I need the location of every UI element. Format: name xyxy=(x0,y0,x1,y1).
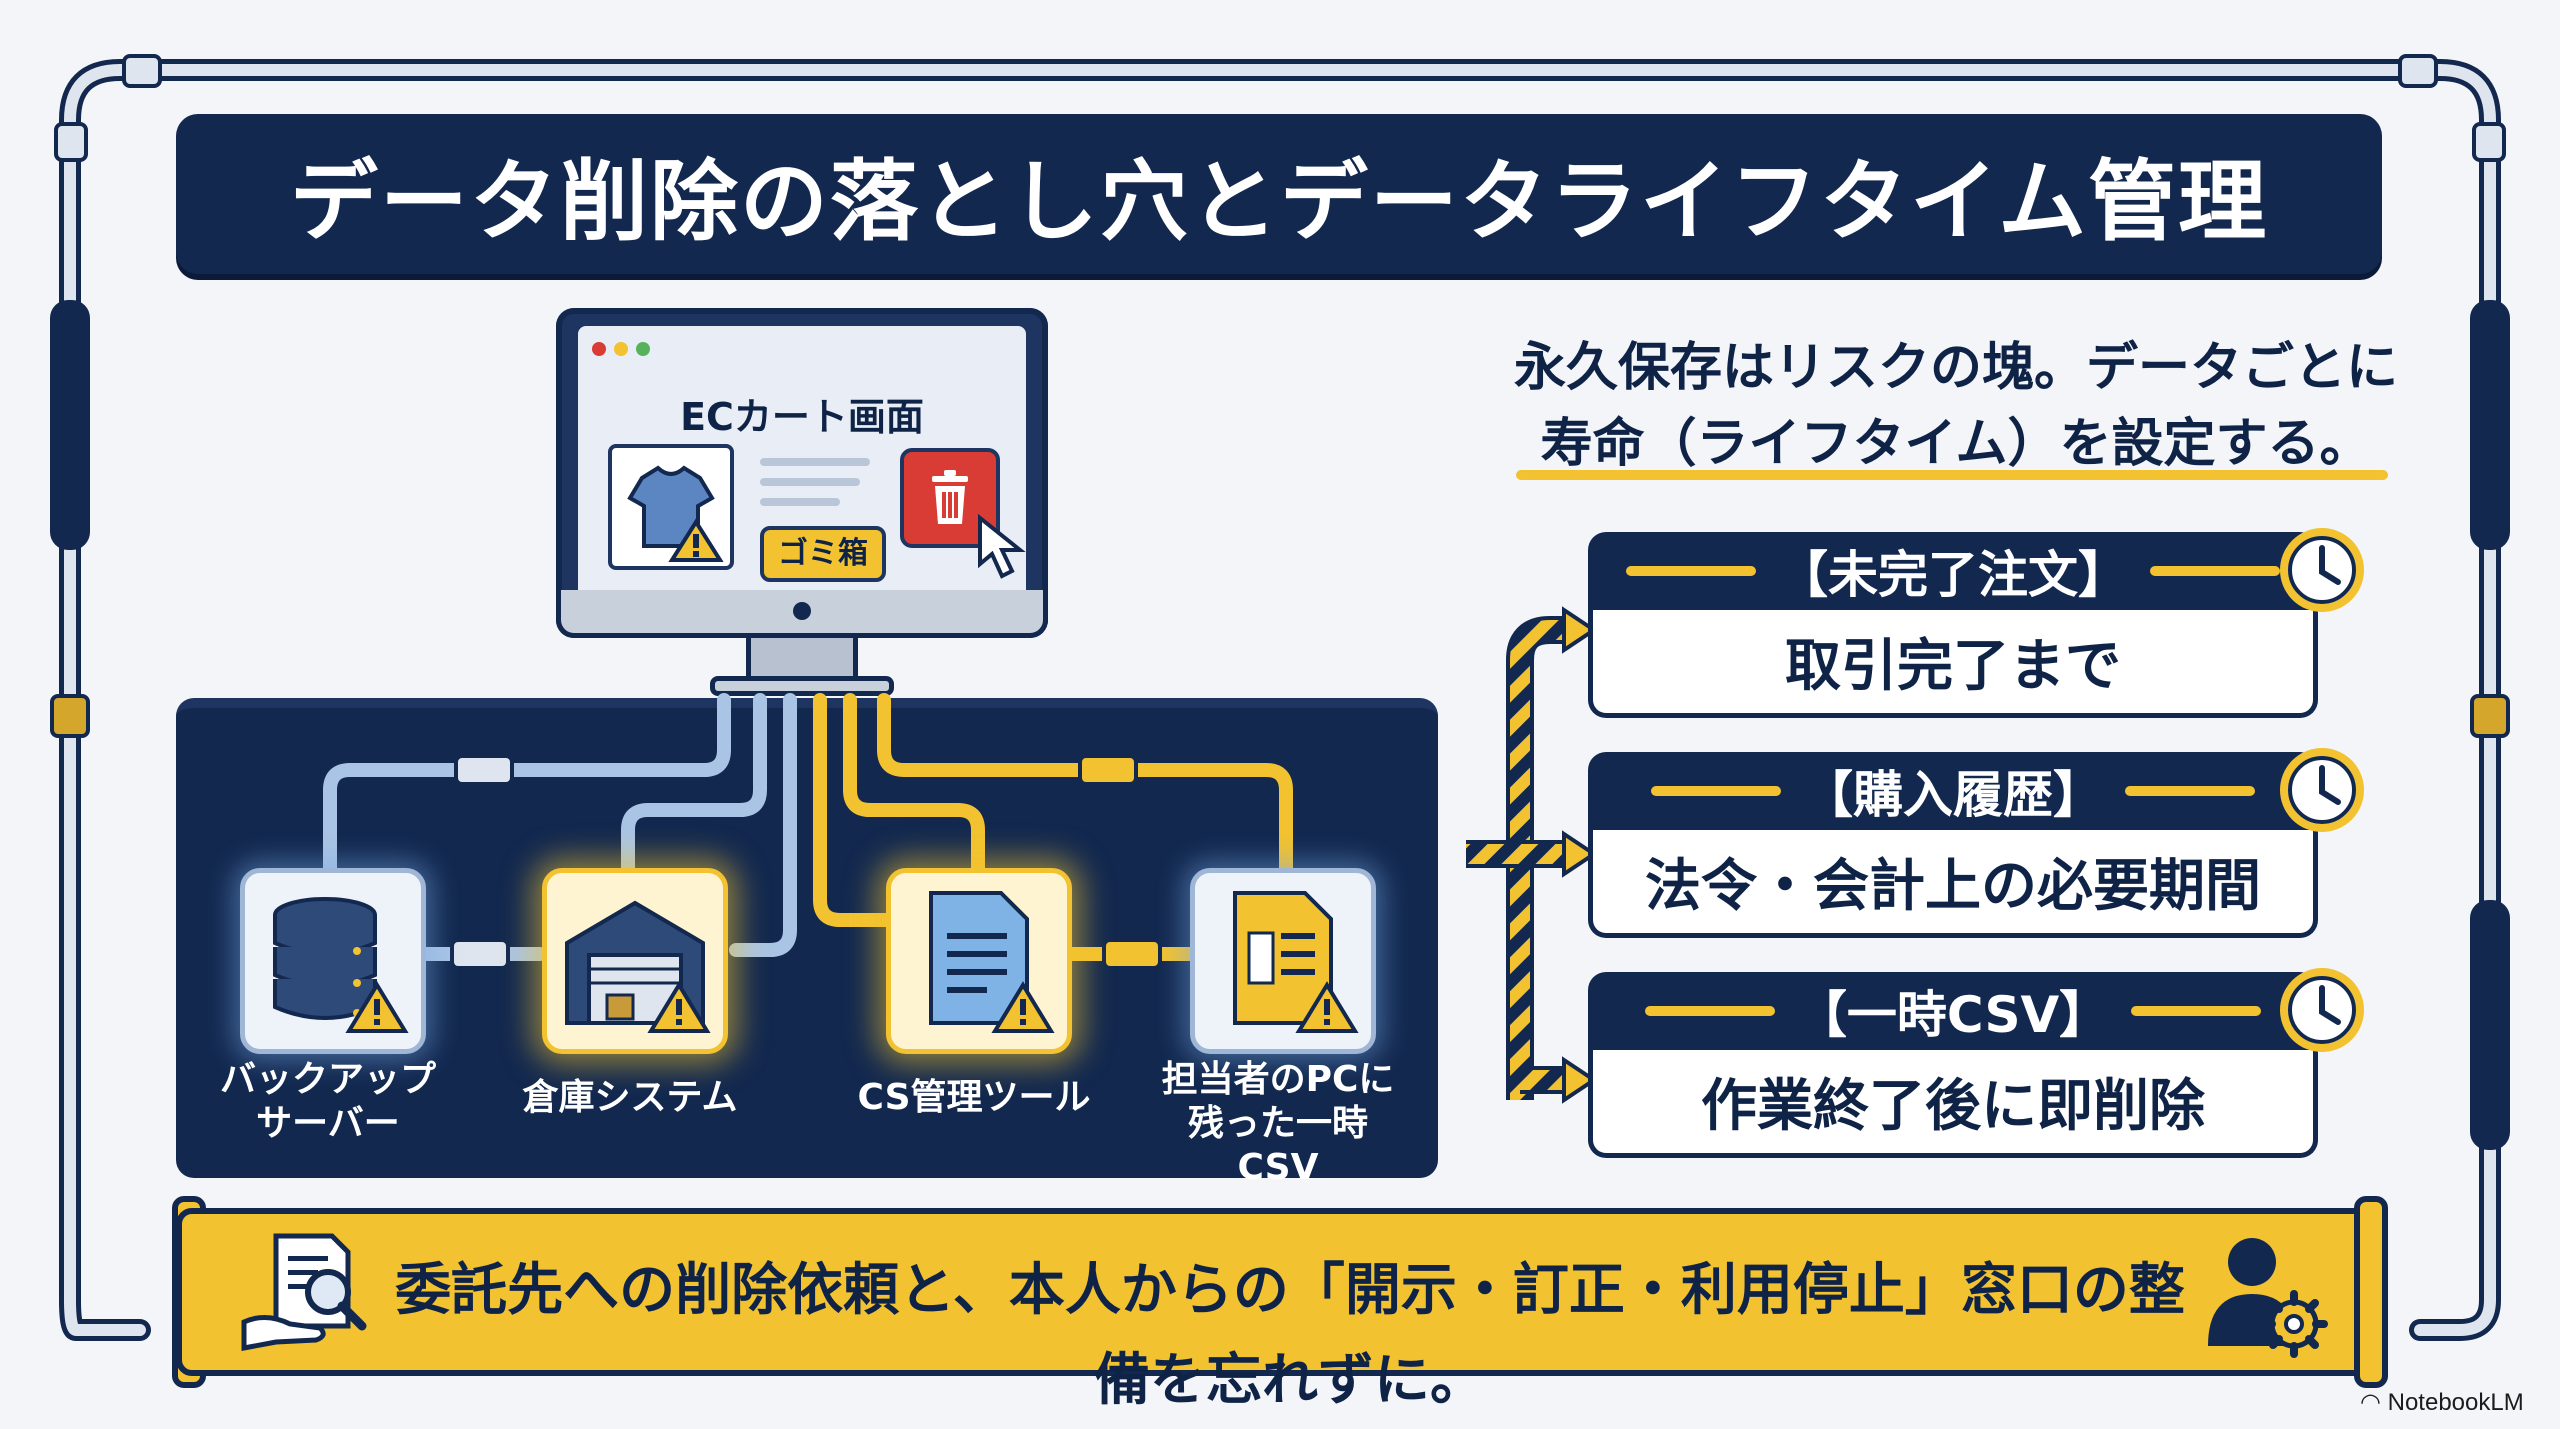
window-dot-red xyxy=(592,342,606,356)
monitor-chin xyxy=(556,590,1048,638)
monitor: ECカート画面 ゴミ箱 xyxy=(556,308,1048,638)
lifetime-card-rule: 作業終了後に即削除 xyxy=(1588,1050,2318,1158)
notebooklm-icon: ◠ xyxy=(2360,1389,2381,1416)
lifetime-card-rule: 取引完了まで xyxy=(1588,610,2318,718)
tshirt-icon xyxy=(627,465,724,562)
clock-icon xyxy=(2280,968,2364,1052)
system-label-backup-server: バックアップサーバー xyxy=(219,1059,436,1144)
warning-icon xyxy=(647,981,711,1033)
lifetime-card-incomplete-orders: 【未完了注文】 取引完了まで xyxy=(1588,528,2364,718)
system-label-temp-csv: 担当者のPCに残った一時CSV xyxy=(1161,1059,1395,1188)
lifetime-card-header: 【一時CSV】 xyxy=(1588,972,2318,1050)
product-card xyxy=(608,444,734,570)
text-lines-icon xyxy=(760,458,870,506)
system-label-warehouse: 倉庫システム xyxy=(522,1077,738,1118)
lifetime-card-header: 【購入履歴】 xyxy=(1588,752,2318,830)
reminder-text: 委託先への削除依頼と、本人からの「開示・訂正・利用停止」窓口の整備を忘れずに。 xyxy=(395,1258,2185,1413)
lifetime-card-temp-csv: 【一時CSV】 作業終了後に即削除 xyxy=(1588,968,2364,1158)
power-light-icon xyxy=(793,602,811,620)
user-settings-icon xyxy=(2208,1238,2328,1358)
warning-icon xyxy=(668,518,724,562)
monitor-base xyxy=(710,676,894,696)
document-icon xyxy=(929,891,1055,1033)
warning-icon xyxy=(1295,981,1359,1033)
page-title: データ削除の落とし穴とデータライフタイム管理 xyxy=(289,149,2269,253)
striped-arrows xyxy=(1466,606,1598,1104)
banner-right-cap xyxy=(2354,1196,2388,1388)
cursor-icon xyxy=(978,514,1026,579)
trash-label: ゴミ箱 xyxy=(760,526,886,582)
csv-file-icon xyxy=(1233,891,1359,1033)
system-node-warehouse xyxy=(542,868,728,1054)
system-node-cs-tool xyxy=(886,868,1072,1054)
system-label-cs-tool: CS管理ツール xyxy=(857,1077,1091,1118)
lead-underline xyxy=(1516,470,2388,480)
trash-icon xyxy=(932,470,968,524)
lead-statement: 永久保存はリスクの塊。データごとに 寿命（ライフタイム）を設定する。 xyxy=(1513,338,2398,474)
reminder-banner xyxy=(176,1208,2382,1376)
system-node-backup-server xyxy=(240,868,426,1054)
lifetime-card-header: 【未完了注文】 xyxy=(1588,532,2318,610)
lifetime-card-purchase-history: 【購入履歴】 法令・会計上の必要期間 xyxy=(1588,748,2364,938)
window-dot-yellow xyxy=(614,342,628,356)
title-banner: データ削除の落とし穴とデータライフタイム管理 xyxy=(176,114,2382,274)
lifetime-card-rule: 法令・会計上の必要期間 xyxy=(1588,830,2318,938)
ec-cart-screen: ECカート画面 ゴミ箱 xyxy=(578,326,1026,598)
gear-icon xyxy=(2260,1290,2328,1358)
warning-icon xyxy=(991,981,1055,1033)
system-node-temp-csv xyxy=(1190,868,1376,1054)
window-dot-green xyxy=(636,342,650,356)
clock-icon xyxy=(2280,748,2364,832)
warehouse-icon xyxy=(565,900,711,1033)
database-icon xyxy=(273,897,409,1033)
clock-icon xyxy=(2280,528,2364,612)
window-dots xyxy=(592,342,650,356)
warning-icon xyxy=(345,981,409,1033)
trash-button[interactable] xyxy=(900,448,1000,548)
screen-title: ECカート画面 xyxy=(680,395,924,439)
notebooklm-logo: ◠ NotebookLM xyxy=(2360,1389,2524,1416)
document-search-icon xyxy=(241,1233,367,1352)
